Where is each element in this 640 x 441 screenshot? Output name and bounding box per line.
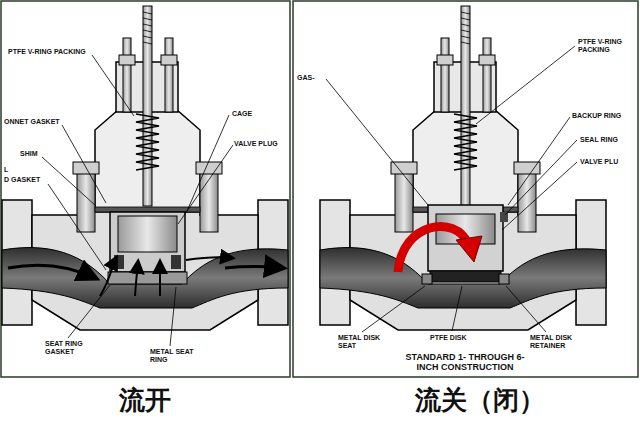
caption-text: 流关（闭） [380, 386, 580, 416]
part-label: SHIM [20, 150, 60, 158]
part-label: METAL DISK SEAT [338, 334, 388, 350]
part-label: GAS- [297, 74, 327, 82]
part-label: L [4, 166, 24, 174]
part-label: D GASKET [4, 176, 64, 184]
part-label: BACKUP RING [572, 112, 636, 120]
part-label: ONNET GASKET [4, 118, 74, 126]
part-label: SEAT RING GASKET [45, 340, 95, 356]
part-label: VALVE PLU [580, 158, 636, 166]
part-label: CAGE [232, 110, 282, 118]
part-label: PTFE V-RING PACKING [578, 38, 636, 54]
part-label: PTFE V-RING PACKING [8, 48, 118, 56]
part-label: VALVE PLUG [234, 140, 288, 148]
part-label: METAL DISK RETAINER [530, 334, 590, 350]
part-label: METAL SEAT RING [150, 348, 194, 364]
part-label: SEAL RING [580, 136, 636, 144]
caption-text: 流开 [45, 386, 245, 416]
construction-note: STANDARD 1- THROUGH 6-INCH CONSTRUCTION [400, 352, 530, 373]
part-label: PTFE DISK [430, 334, 480, 342]
leader-lines [42, 46, 577, 346]
